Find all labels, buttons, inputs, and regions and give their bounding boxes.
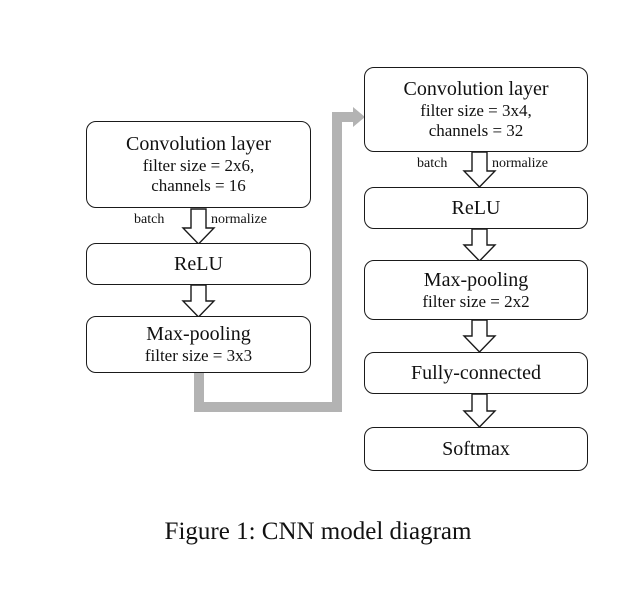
figure-caption: Figure 1: CNN model diagram (164, 518, 472, 545)
right-conv-box: Convolution layer filter size = 3x4, cha… (364, 67, 588, 152)
left-pool-box: Max-pooling filter size = 3x3 (86, 316, 311, 373)
right-fc-title: Fully-connected (411, 361, 541, 384)
column-connector (194, 112, 355, 412)
left-pool-title: Max-pooling (146, 323, 251, 346)
left-conv-box: Convolution layer filter size = 2x6, cha… (86, 121, 311, 208)
left-pool-filter: filter size = 3x3 (144, 346, 253, 366)
left-batch-label: batch (134, 212, 165, 227)
right-relu-title: ReLU (451, 196, 501, 219)
right-batch-label: batch (417, 156, 448, 171)
right-fc-box: Fully-connected (364, 352, 588, 394)
right-normalize-label: normalize (492, 156, 548, 171)
right-softmax-box: Softmax (364, 427, 588, 471)
down-arrow-icon (462, 151, 497, 189)
right-relu-box: ReLU (364, 187, 588, 229)
left-relu-box: ReLU (86, 243, 311, 285)
left-conv-filter: filter size = 2x6, (142, 156, 255, 176)
right-conv-filter: filter size = 3x4, (420, 101, 532, 121)
left-normalize-label: normalize (211, 212, 267, 227)
right-pool-filter: filter size = 2x2 (422, 291, 530, 311)
down-arrow-icon (181, 284, 216, 319)
column-connector-arrowhead (353, 107, 365, 127)
down-arrow-icon (462, 228, 497, 263)
right-conv-title: Convolution layer (403, 78, 549, 101)
right-conv-channels: channels = 32 (428, 121, 524, 140)
right-pool-box: Max-pooling filter size = 2x2 (364, 260, 588, 320)
left-relu-title: ReLU (174, 252, 223, 275)
left-conv-title: Convolution layer (126, 133, 271, 156)
down-arrow-icon (462, 393, 497, 429)
down-arrow-icon (181, 208, 216, 246)
right-pool-title: Max-pooling (423, 268, 529, 291)
down-arrow-icon (462, 319, 497, 354)
right-softmax-title: Softmax (442, 437, 510, 460)
left-conv-channels: channels = 16 (151, 176, 246, 195)
